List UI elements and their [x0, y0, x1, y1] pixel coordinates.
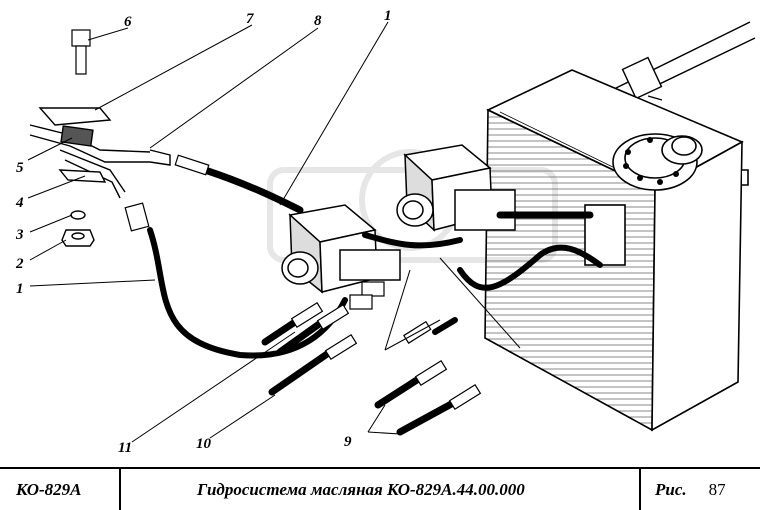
- valve-block-right: [396, 144, 516, 232]
- drawing-title: Гидросистема масляная КО-829А.44.00.000: [197, 479, 525, 499]
- callout-4: 4: [15, 195, 24, 211]
- bracket-pipe-left: [29, 107, 171, 199]
- valve-block-left: [281, 204, 401, 294]
- figure-label: Рис.: [655, 479, 687, 499]
- callout-8: 8: [314, 13, 322, 29]
- figure-cell: Рис. 87: [641, 469, 760, 510]
- title-block: КО-829А Гидросистема масляная КО-829А.44…: [0, 467, 760, 510]
- hoses: [147, 166, 603, 436]
- callout-6: 6: [124, 14, 132, 30]
- callout-7: 7: [246, 11, 254, 27]
- callout-10: 10: [196, 436, 212, 452]
- callout-2: 2: [15, 256, 24, 272]
- callout-1-top: 1: [384, 8, 392, 24]
- model-cell: КО-829А: [0, 469, 121, 510]
- washer-3: [70, 210, 86, 220]
- nut-2: [61, 229, 95, 247]
- pipe-top-right: [611, 21, 756, 105]
- leader-lines: [27, 21, 521, 443]
- model-label: КО-829А: [16, 479, 82, 499]
- figure-number: 87: [708, 479, 726, 499]
- bolt-6: [71, 29, 91, 75]
- callout-9: 9: [344, 434, 352, 450]
- oil-tank: [484, 69, 749, 432]
- callout-3: 3: [15, 227, 24, 243]
- hydraulic-system-drawing: 6 7 8 1 5 4 3 2 1 11 10 9: [15, 8, 756, 456]
- hose-fittings: [124, 154, 482, 411]
- callout-1-left: 1: [16, 281, 24, 297]
- callout-11: 11: [118, 440, 132, 456]
- callout-5: 5: [16, 160, 24, 176]
- title-cell: Гидросистема масляная КО-829А.44.00.000: [121, 469, 641, 510]
